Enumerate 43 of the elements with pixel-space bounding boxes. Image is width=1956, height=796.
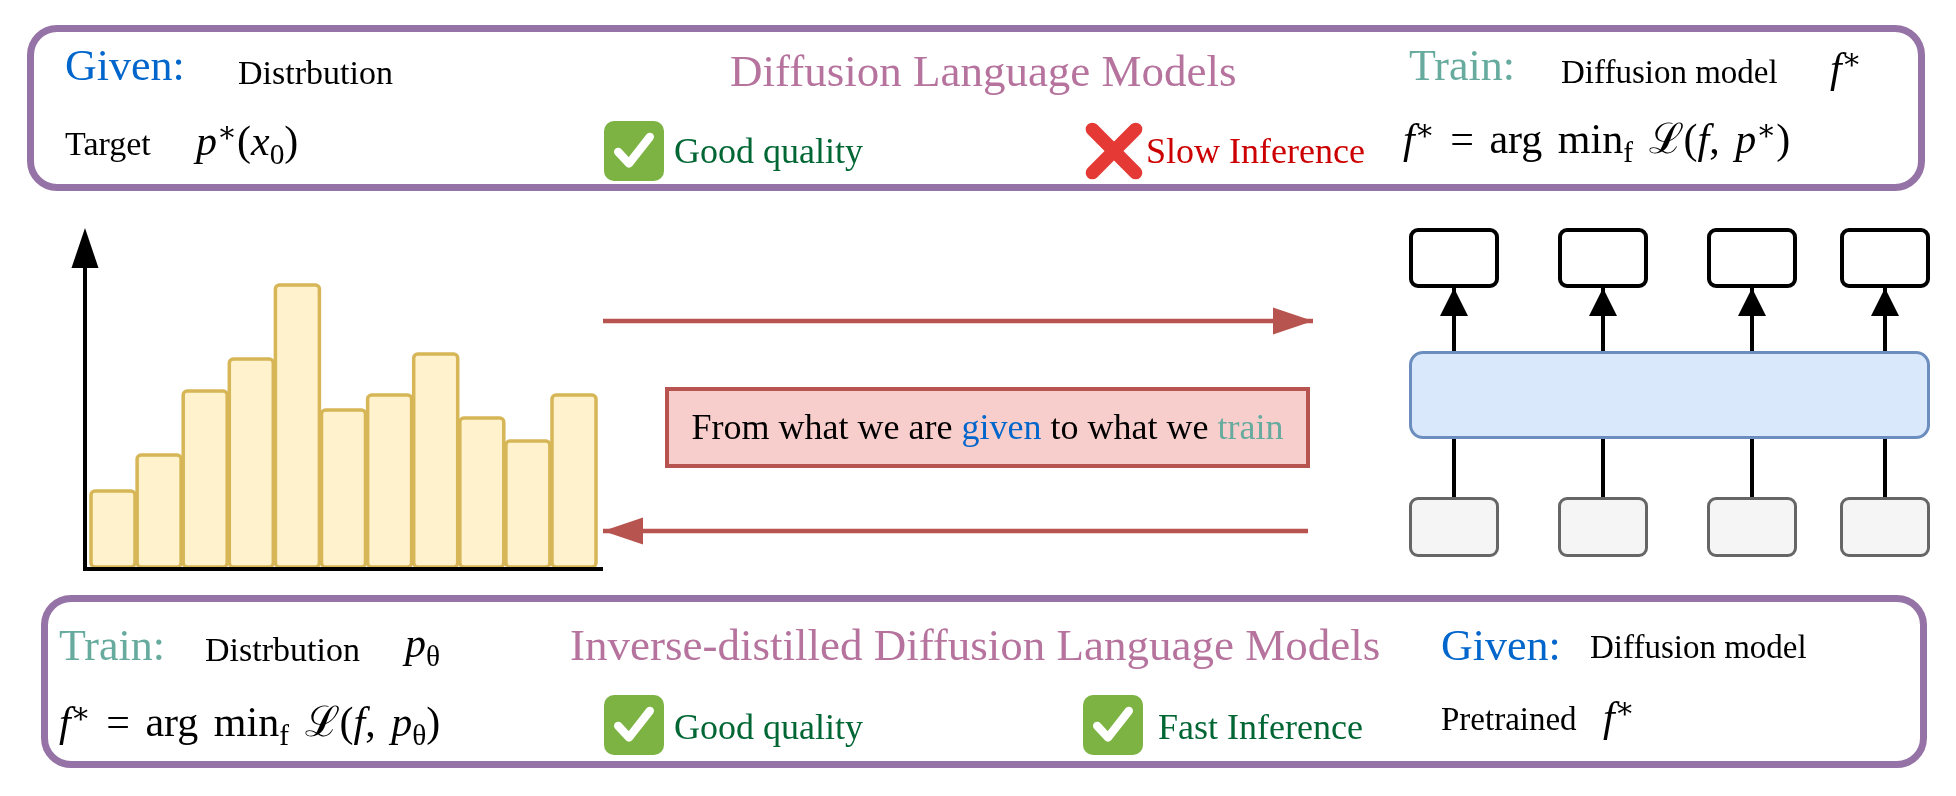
arrow	[1738, 288, 1766, 351]
math-expression: f$^{∗}$ = arg min$_{f}$ ℒ(f, p$_{θ}$)	[59, 697, 441, 746]
label-text: Distrbution	[205, 629, 360, 670]
arrow	[603, 517, 1308, 545]
panel-title: Inverse-distilled Diffusion Language Models	[570, 619, 1381, 672]
status-text: Good quality	[674, 131, 863, 173]
model-block	[1409, 351, 1930, 439]
input-box	[1558, 497, 1648, 557]
label-text: Target	[65, 123, 151, 164]
connector-line	[1452, 439, 1456, 497]
output-box	[1840, 228, 1930, 288]
role-label: Train:	[1409, 40, 1515, 92]
connector-line	[1601, 439, 1605, 497]
arrow	[1440, 288, 1468, 351]
panel	[41, 595, 1927, 768]
connector-line	[1883, 439, 1887, 497]
note-text: From what we are given to what we train	[691, 406, 1284, 449]
math-expression: f$^{∗}$	[1603, 692, 1635, 741]
role-label: Given:	[1441, 620, 1561, 672]
label-text: Diffusion model	[1590, 628, 1807, 667]
input-box	[1409, 497, 1499, 557]
input-box	[1840, 497, 1930, 557]
label-text: Diffusion model	[1561, 53, 1778, 92]
math-expression: f$^{∗}$	[1830, 43, 1862, 92]
connector-line	[1750, 439, 1754, 497]
arrow	[1871, 288, 1899, 351]
output-box	[1707, 228, 1797, 288]
role-label: Given:	[65, 40, 185, 92]
output-box	[1558, 228, 1648, 288]
label-text: Distrbution	[238, 52, 393, 93]
label-text: Pretrained	[1441, 700, 1577, 739]
status-text: Good quality	[674, 707, 863, 749]
note-box	[665, 387, 1310, 468]
output-box	[1409, 228, 1499, 288]
input-box	[1707, 497, 1797, 557]
arrow	[1589, 288, 1617, 351]
panel	[27, 25, 1925, 191]
panel-title: Diffusion Language Models	[730, 45, 1237, 98]
arrow	[603, 307, 1313, 335]
status-text: Fast Inference	[1158, 707, 1363, 749]
math-expression: f$^{∗}$ = arg min$_{f}$ ℒ(f, p$^{∗}$)	[1403, 114, 1791, 163]
status-text: Slow Inference	[1146, 131, 1365, 173]
role-label: Train:	[59, 620, 165, 672]
